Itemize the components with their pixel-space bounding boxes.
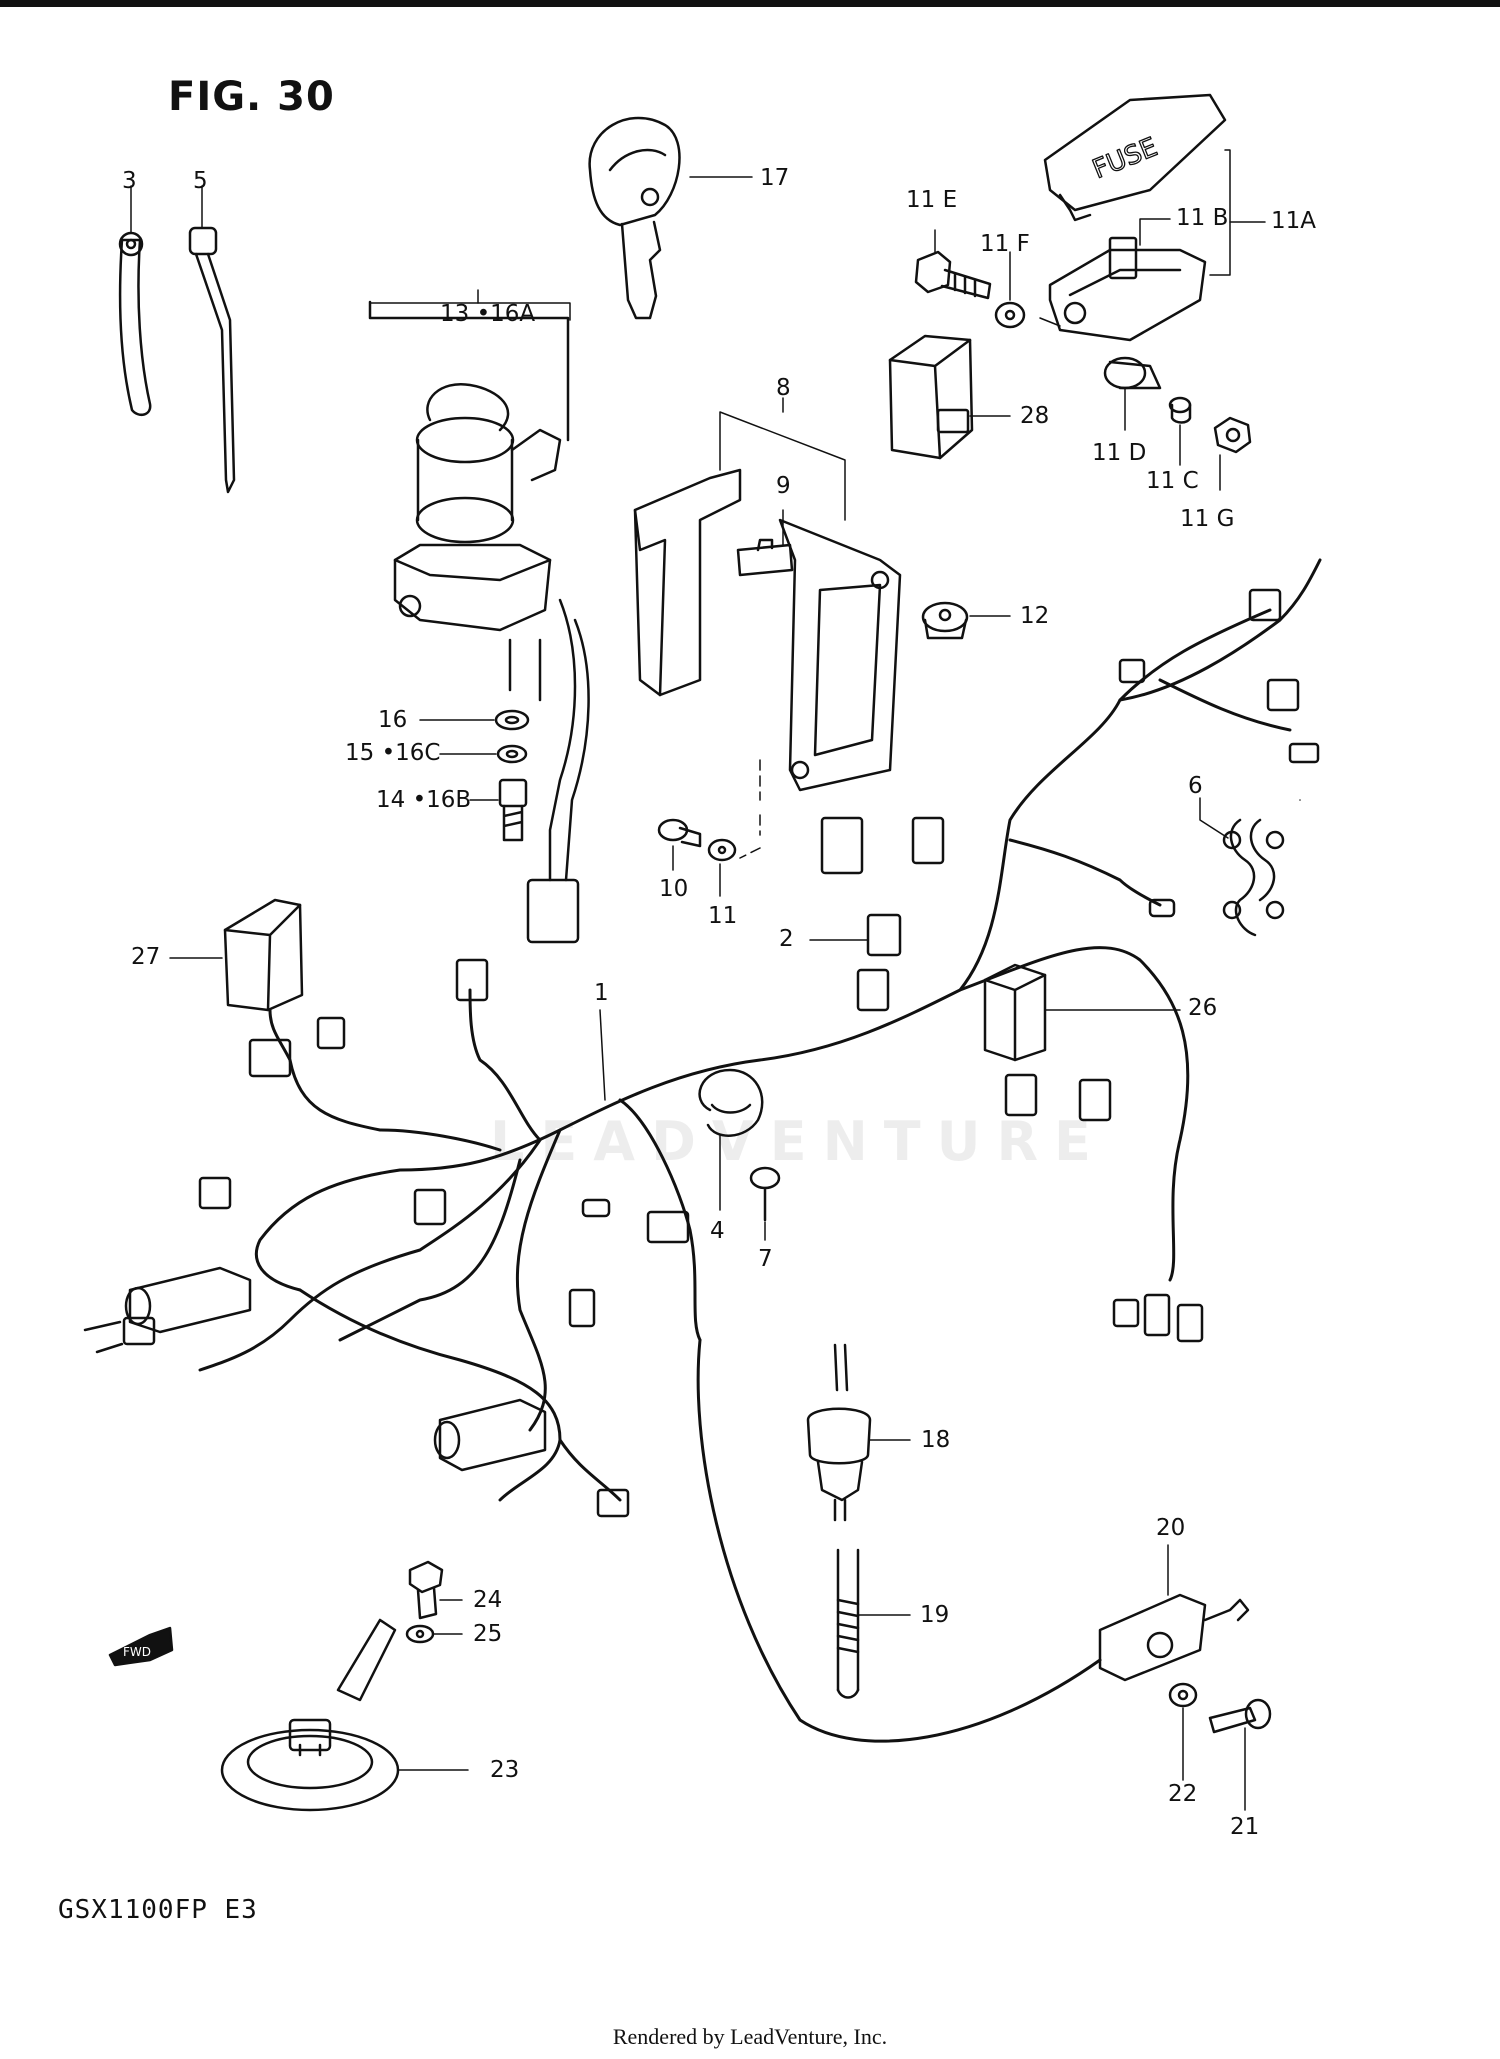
callout-13: 13 •16A bbox=[440, 301, 536, 327]
top-border bbox=[0, 0, 1500, 7]
part-22-washer bbox=[1168, 1682, 1198, 1708]
leader-11-bracket bbox=[739, 759, 761, 859]
callout-7: 7 bbox=[758, 1246, 773, 1272]
callout-1: 1 bbox=[594, 980, 609, 1006]
part-11d-grommet bbox=[1103, 356, 1162, 390]
callout-10: 10 bbox=[659, 876, 689, 902]
callout-22: 22 bbox=[1168, 1781, 1198, 1807]
leaders-10-11 bbox=[672, 845, 721, 897]
part-24-bolt bbox=[408, 1560, 444, 1620]
bracket-8 bbox=[719, 411, 846, 521]
callout-2: 2 bbox=[779, 926, 794, 952]
watermark: LEADVENTURE bbox=[490, 1110, 1107, 1173]
part-11a-fuse-box bbox=[1043, 93, 1227, 342]
callout-3: 3 bbox=[122, 168, 137, 194]
callout-28: 28 bbox=[1020, 403, 1050, 429]
bracket-13 bbox=[368, 300, 570, 442]
callout-11b: 11 B bbox=[1176, 205, 1229, 231]
callout-9: 9 bbox=[776, 473, 791, 499]
leader-1 bbox=[599, 1009, 606, 1101]
part-8-holder bbox=[633, 468, 902, 792]
part-10-screw bbox=[657, 818, 702, 848]
part-26-relay bbox=[983, 963, 1047, 1062]
callout-5: 5 bbox=[193, 168, 208, 194]
part-17-key bbox=[588, 116, 681, 320]
callout-12: 12 bbox=[1020, 603, 1050, 629]
part-25-washer bbox=[405, 1624, 435, 1644]
leader-11b bbox=[1139, 218, 1171, 246]
callout-11c: 11 C bbox=[1146, 468, 1199, 494]
callout-16: 16 bbox=[378, 707, 408, 733]
part-15-lock-washer bbox=[496, 744, 528, 764]
callout-11d: 11 D bbox=[1092, 440, 1147, 466]
part-28-relay bbox=[888, 334, 974, 460]
part-19-spring bbox=[836, 1548, 860, 1699]
callout-6: 6 bbox=[1188, 773, 1203, 799]
leaders-3-5 bbox=[130, 185, 1301, 801]
part-12-grommet bbox=[921, 601, 969, 640]
callout-14: 14 •16B bbox=[376, 787, 472, 813]
callout-20: 20 bbox=[1156, 1515, 1186, 1541]
harness-cylinders bbox=[83, 1266, 547, 1472]
callout-24: 24 bbox=[473, 1587, 503, 1613]
part-27-relay bbox=[223, 898, 304, 1012]
part-11f-washer bbox=[994, 301, 1026, 329]
callout-11g: 11 G bbox=[1180, 506, 1235, 532]
callout-23: 23 bbox=[490, 1757, 520, 1783]
part-11c-collar bbox=[1168, 396, 1192, 424]
callout-8: 8 bbox=[776, 375, 791, 401]
part-7-screw bbox=[749, 1166, 781, 1222]
callout-25: 25 bbox=[473, 1621, 503, 1647]
part-13-ignition-switch bbox=[393, 382, 590, 944]
part-11g-nut bbox=[1213, 416, 1252, 454]
part-9-fuse bbox=[736, 538, 794, 577]
callout-11e: 11 E bbox=[906, 187, 958, 213]
fwd-arrow-icon bbox=[108, 1626, 174, 1667]
figure-title: FIG. 30 bbox=[168, 74, 335, 120]
part-14-bolt bbox=[498, 778, 528, 842]
leaders-14-16 bbox=[419, 719, 499, 801]
callout-26: 26 bbox=[1188, 995, 1218, 1021]
callout-17: 17 bbox=[760, 165, 790, 191]
callout-15: 15 •16C bbox=[345, 740, 441, 766]
part-4-clamp bbox=[698, 1068, 764, 1137]
part-6-clamp bbox=[1222, 818, 1285, 937]
part-3-strap bbox=[118, 231, 152, 417]
part-18-switch bbox=[806, 1343, 872, 1522]
leader-6 bbox=[1199, 797, 1229, 839]
fuse-cover-text: FUSE bbox=[1088, 132, 1161, 185]
callout-11a: 11A bbox=[1271, 208, 1317, 234]
bracket-13-top bbox=[369, 302, 571, 321]
part-1-wiring-harness bbox=[198, 558, 1322, 1502]
part-20-switch bbox=[696, 1338, 1250, 1743]
callout-4: 4 bbox=[710, 1218, 725, 1244]
bracket-11a bbox=[1209, 149, 1231, 276]
part-23-horn bbox=[220, 1618, 400, 1812]
harness-connectors bbox=[198, 588, 1320, 1518]
model-code: GSX1100FP E3 bbox=[58, 1895, 258, 1925]
fwd-label: FWD bbox=[123, 1645, 151, 1659]
callout-11: 11 bbox=[708, 903, 738, 929]
link-11f bbox=[1039, 317, 1061, 327]
part-16-washer bbox=[494, 709, 530, 731]
callout-11f: 11 F bbox=[980, 231, 1030, 257]
part-2-connectors bbox=[820, 816, 945, 1012]
part-11-washer bbox=[707, 838, 737, 862]
part-5-cable-tie bbox=[188, 226, 236, 494]
part-21-screw bbox=[1208, 1698, 1272, 1734]
callout-18: 18 bbox=[921, 1427, 951, 1453]
callout-27: 27 bbox=[131, 944, 161, 970]
part-11e-bolt bbox=[914, 250, 992, 300]
callout-21: 21 bbox=[1230, 1814, 1260, 1840]
footer-credit: Rendered by LeadVenture, Inc. bbox=[612, 2024, 888, 2049]
callout-19: 19 bbox=[920, 1602, 950, 1628]
